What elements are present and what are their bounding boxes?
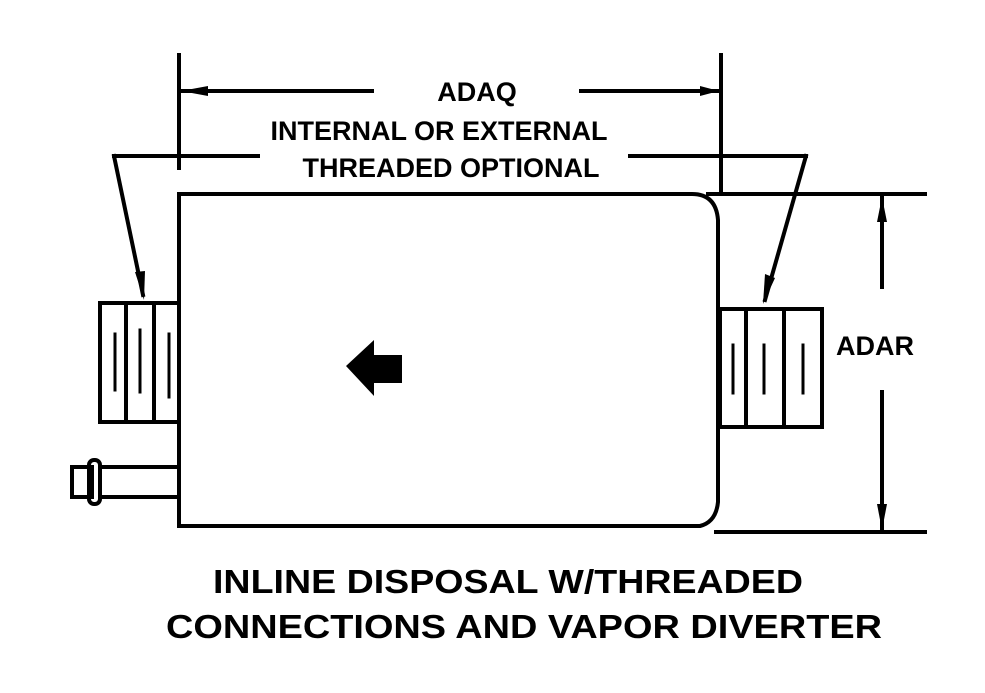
thread-note-line1: INTERNAL OR EXTERNAL: [270, 116, 607, 146]
arrowhead-adar-top: [877, 197, 887, 222]
disposal-body: [177, 192, 720, 528]
leader-line-right-diagonal: [762, 153, 809, 303]
arrowhead-adar-bottom: [877, 504, 887, 530]
thread-note-line2: THREADED OPTIONAL: [303, 153, 600, 183]
arrowhead-leader-right: [763, 274, 775, 304]
dimension-label-adaq: ADAQ: [437, 77, 517, 107]
left-threaded-connection: [98, 301, 181, 424]
dimension-label-adar: ADAR: [836, 331, 914, 361]
vapor-diverter: [70, 458, 181, 506]
caption-line2: CONNECTIONS AND VAPOR DIVERTER: [166, 608, 882, 645]
right-threaded-connection: [718, 307, 824, 429]
arrowhead-adaq-right: [700, 86, 719, 96]
caption-line1: INLINE DISPOSAL W/THREADED: [213, 563, 803, 600]
arrowhead-adaq-left: [181, 86, 208, 96]
arrowhead-leader-left: [135, 271, 145, 300]
arrow-left-icon: [346, 340, 402, 396]
